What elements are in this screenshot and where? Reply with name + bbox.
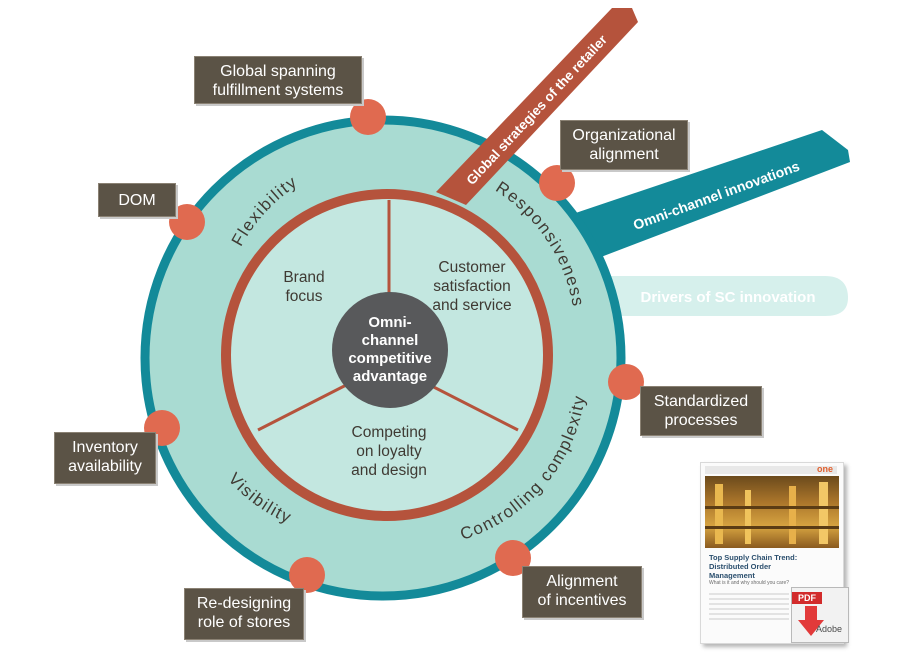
warehouse-photo bbox=[705, 476, 839, 548]
segment-brand-focus: Brand focus bbox=[283, 269, 325, 305]
pdf-icon[interactable]: PDF Adobe bbox=[791, 587, 849, 643]
pdf-label: PDF bbox=[792, 592, 822, 604]
dot-organizational bbox=[539, 165, 575, 201]
segment-competing-loyalty: Competing on loyalty and design bbox=[351, 424, 427, 479]
divider-right bbox=[419, 378, 519, 432]
download-arrow-icon bbox=[798, 606, 824, 636]
dot-global-spanning bbox=[350, 99, 386, 135]
center-label: Omni- channel competitive advantage bbox=[348, 314, 432, 385]
report-header-bar: one bbox=[705, 464, 837, 474]
segment-customer-satisfaction: Customer satisfaction and service bbox=[432, 259, 512, 314]
callout-alignment: Alignment of incentives bbox=[522, 566, 642, 618]
dot-standardized bbox=[608, 364, 644, 400]
callout-standardized: Standardized processes bbox=[640, 386, 762, 436]
dot-redesigning bbox=[289, 557, 325, 593]
callout-inventory: Inventory availability bbox=[54, 432, 156, 484]
report-logo: one bbox=[816, 464, 833, 474]
report-body-lines bbox=[709, 593, 789, 623]
dot-dom bbox=[169, 204, 205, 240]
callout-dom: DOM bbox=[98, 183, 176, 217]
report-thumbnail[interactable]: one Top Supply Chain Trend: Distributed … bbox=[700, 462, 849, 644]
report-title: Top Supply Chain Trend: Distributed Orde… bbox=[709, 553, 798, 586]
divider-left bbox=[257, 378, 357, 432]
adobe-label: Adobe bbox=[816, 624, 843, 634]
callout-global-spanning: Global spanning fulfillment systems bbox=[194, 56, 362, 104]
drivers-band-label: Drivers of SC innovation bbox=[640, 289, 815, 306]
callout-redesigning: Re-designing role of stores bbox=[184, 588, 304, 640]
callout-organizational: Organizational alignment bbox=[560, 120, 688, 170]
center-hub bbox=[332, 292, 448, 408]
